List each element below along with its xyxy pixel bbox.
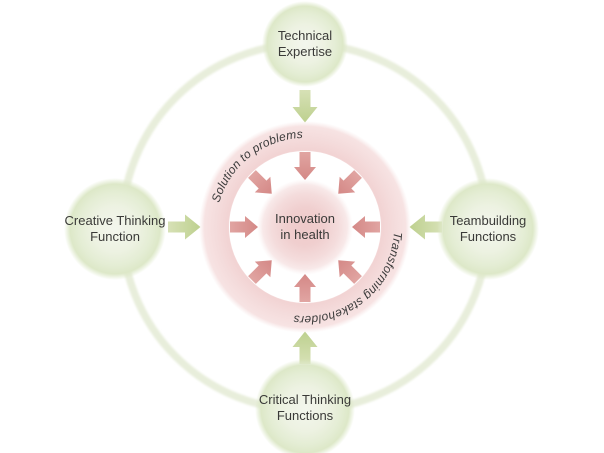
green-arrow-from-left <box>168 214 201 240</box>
inward-arrow-w <box>230 216 258 238</box>
inward-arrow-e <box>352 216 380 238</box>
node-circle-critical-thinking <box>255 359 355 453</box>
node-circle-technical-expertise <box>262 1 348 87</box>
green-arrow-from-top <box>292 90 318 123</box>
inward-arrow-n <box>294 152 316 180</box>
center-circle <box>257 179 353 275</box>
node-circle-teambuilding <box>437 178 539 280</box>
node-circle-creative-thinking <box>64 178 166 280</box>
transformation-ring <box>199 121 411 333</box>
inward-arrow-s <box>294 274 316 302</box>
